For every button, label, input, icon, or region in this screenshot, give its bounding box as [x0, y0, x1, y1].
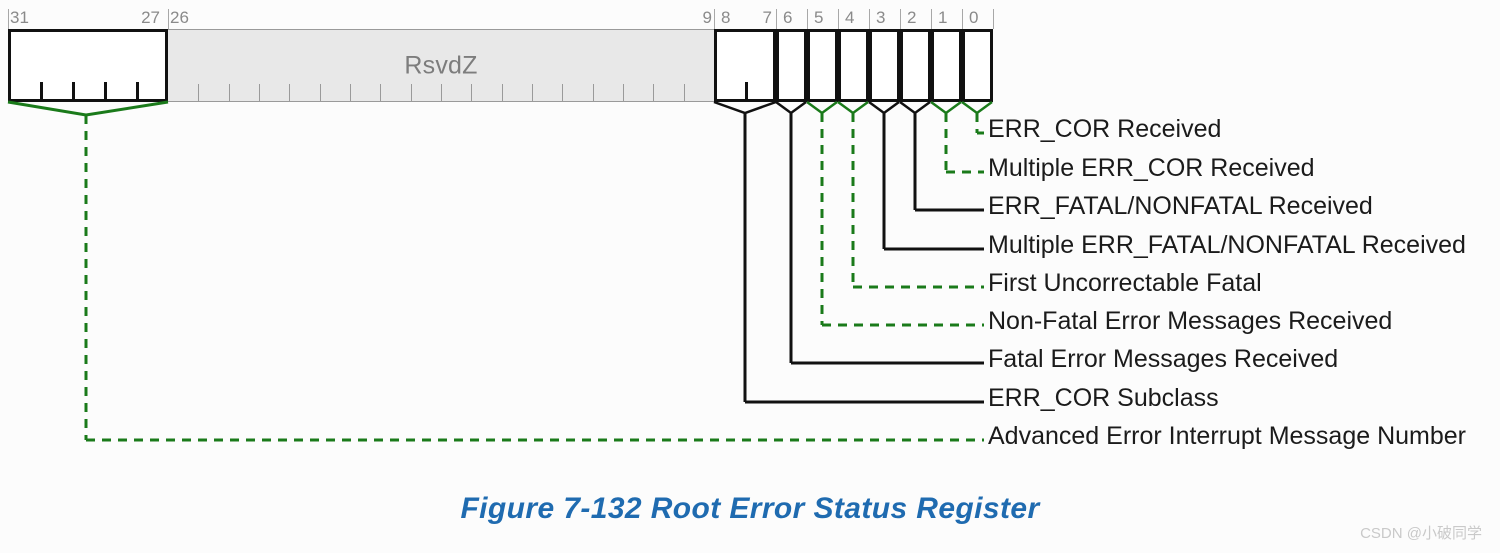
bit-number-5: 5 [814, 8, 824, 27]
bit-tick [502, 84, 503, 102]
bit-tick [684, 84, 685, 102]
register-field-multiple-err-fatal-nonfatal-received [869, 29, 900, 102]
bit-number-0: 0 [969, 8, 979, 27]
register-bar: RsvdZ [0, 29, 1500, 102]
bit-tick [198, 84, 199, 102]
bit-number-7: 7 [762, 8, 772, 27]
bit-tick [136, 82, 139, 102]
callout-label-multiple-err-fatal-nonfatal-received: Multiple ERR_FATAL/NONFATAL Received [988, 231, 1466, 259]
callout-chevron [806, 100, 838, 115]
bit-tick [532, 84, 533, 102]
bit-tick [380, 84, 381, 102]
register-field-non-fatal-error-messages-received [807, 29, 838, 102]
bit-tick [653, 84, 654, 102]
callout-chevron [775, 100, 807, 115]
bit-ruler-divider [714, 9, 715, 29]
callout-label-fatal-error-messages-received: Fatal Error Messages Received [988, 345, 1339, 373]
callout-chevron [930, 100, 962, 115]
bit-number-6: 6 [783, 8, 793, 27]
callout-label-err-cor-received: ERR_COR Received [988, 115, 1222, 143]
bit-tick [411, 84, 412, 102]
register-field-advanced-error-interrupt-message-number [8, 29, 168, 102]
bit-ruler-divider [931, 9, 932, 29]
figure-caption: Figure 7-132 Root Error Status Register [460, 492, 1040, 525]
bit-number-9: 9 [702, 8, 712, 27]
callout-label-err-cor-subclass: ERR_COR Subclass [988, 384, 1219, 412]
bit-ruler-divider [869, 9, 870, 29]
bit-tick [745, 82, 748, 102]
callout-label-non-fatal-error-messages-received: Non-Fatal Error Messages Received [988, 307, 1393, 335]
bit-tick [441, 84, 442, 102]
bit-tick [259, 84, 260, 102]
bit-tick [289, 84, 290, 102]
bit-ruler-divider [993, 9, 994, 29]
bit-tick [350, 84, 351, 102]
bit-number-31: 31 [10, 8, 29, 27]
bit-tick [562, 84, 563, 102]
register-field-first-uncorrectable-fatal [838, 29, 869, 102]
bit-number-8: 8 [721, 8, 731, 27]
callout-label-advanced-error-interrupt-message-number: Advanced Error Interrupt Message Number [988, 422, 1466, 450]
callout-label-first-uncorrectable-fatal: First Uncorrectable Fatal [988, 269, 1262, 297]
callout-chevron [899, 100, 931, 115]
bit-number-3: 3 [876, 8, 886, 27]
callout-chevron [961, 100, 993, 115]
register-field-fatal-error-messages-received [776, 29, 807, 102]
callout-chevron [868, 100, 900, 115]
bit-ruler-divider [8, 9, 9, 29]
callout-chevron [713, 100, 777, 115]
callout-label-err-fatal-nonfatal-received: ERR_FATAL/NONFATAL Received [988, 192, 1373, 220]
bit-number-2: 2 [907, 8, 917, 27]
bit-tick [593, 84, 594, 102]
bit-tick [229, 84, 230, 102]
callout-chevron [837, 100, 869, 115]
bit-number-4: 4 [845, 8, 855, 27]
bit-number-27: 27 [141, 8, 160, 27]
bit-ruler-divider [776, 9, 777, 29]
bit-tick [40, 82, 43, 102]
register-field-err-fatal-nonfatal-received [900, 29, 931, 102]
bit-number-26: 26 [170, 8, 189, 27]
bit-ruler-divider [962, 9, 963, 29]
watermark: CSDN @小破同学 [1360, 525, 1482, 542]
bit-tick [104, 82, 107, 102]
bit-tick [72, 82, 75, 102]
bit-tick [320, 84, 321, 102]
callout-label-multiple-err-cor-received: Multiple ERR_COR Received [988, 154, 1315, 182]
field-label-rsvdz: RsvdZ [404, 51, 478, 79]
field-brace-advanced-error-interrupt-message-number [7, 100, 169, 117]
bit-number-1: 1 [938, 8, 948, 27]
bit-ruler-divider [168, 9, 169, 29]
bit-ruler-divider [900, 9, 901, 29]
bit-tick [623, 84, 624, 102]
bit-ruler-divider [838, 9, 839, 29]
register-field-multiple-err-cor-received [931, 29, 962, 102]
register-field-err-cor-received [962, 29, 993, 102]
bit-tick [471, 84, 472, 102]
bit-ruler-divider [807, 9, 808, 29]
